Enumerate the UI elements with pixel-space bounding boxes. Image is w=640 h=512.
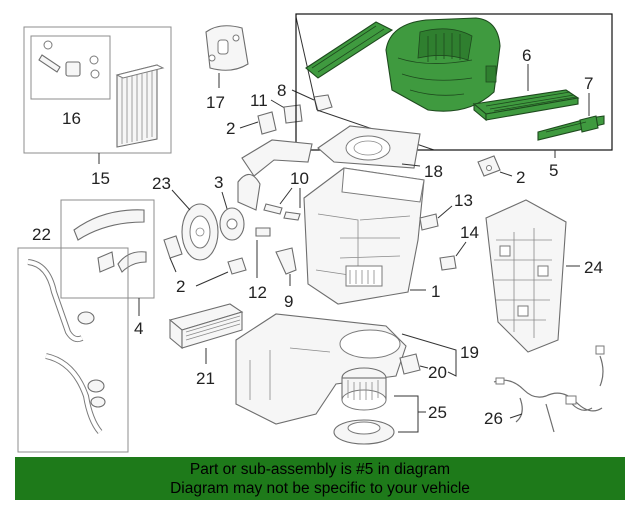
part-3-actuator[interactable] [219, 207, 245, 241]
callout-8: 8 [277, 81, 286, 100]
part-25-blower-motor[interactable] [333, 367, 395, 445]
part-20-resistor[interactable] [399, 353, 421, 375]
banner-line-2: Diagram may not be specific to your vehi… [170, 480, 470, 497]
part-16-fittings[interactable] [38, 40, 100, 79]
part-2-clip-lower[interactable] [227, 257, 247, 275]
group-box-4 [60, 199, 155, 299]
part-2-clip-left[interactable] [163, 235, 183, 259]
callout-26: 26 [484, 409, 503, 428]
callout-11: 11 [250, 91, 268, 110]
callout-16: 16 [62, 109, 81, 128]
callout-5: 5 [549, 161, 558, 180]
callout-2-top: 2 [226, 119, 235, 138]
part-duct-upper[interactable] [237, 139, 313, 211]
part-24-distribution-duct[interactable] [485, 199, 567, 353]
part-2-clip-top[interactable] [257, 111, 277, 135]
part-11-bracket[interactable] [283, 104, 303, 124]
callout-22: 22 [32, 225, 51, 244]
callout-9: 9 [284, 292, 293, 311]
part-10-links[interactable] [263, 203, 301, 221]
banner-line-1: Part or sub-assembly is #5 in diagram [189, 461, 451, 478]
part-9-lever[interactable] [275, 247, 297, 275]
callout-19: 19 [460, 343, 479, 362]
callout-14: 14 [460, 223, 479, 242]
part-2-clip-right[interactable] [477, 155, 501, 177]
callout-15: 15 [91, 169, 110, 188]
callout-24: 24 [584, 258, 603, 277]
part-26-wiring-harness[interactable] [493, 345, 605, 433]
callout-25: 25 [428, 403, 447, 422]
part-22-hoses[interactable] [27, 259, 106, 434]
highlight-group-box [295, 13, 613, 151]
callout-17: 17 [206, 93, 225, 112]
callout-2-lower: 2 [176, 277, 185, 296]
part-15-heater-core[interactable] [115, 64, 165, 148]
part-21-evaporator[interactable] [168, 303, 244, 350]
part-6-cabin-filter[interactable] [472, 89, 580, 122]
part-gasket-strip[interactable] [305, 21, 394, 79]
callout-3: 3 [214, 173, 223, 192]
part-1-hvac-case[interactable] [303, 167, 425, 305]
part-17-seal[interactable] [205, 25, 249, 71]
callout-23: 23 [152, 174, 171, 193]
group-box-22 [17, 247, 129, 453]
part-23-motor[interactable] [181, 203, 219, 261]
part-13-sensor[interactable] [419, 213, 439, 231]
notice-banner: Part or sub-assembly is #5 in diagram Di… [15, 457, 625, 500]
callout-12: 12 [248, 283, 267, 302]
callout-10: 10 [290, 169, 309, 188]
part-7-filter-door[interactable] [537, 115, 605, 141]
callout-2-right: 2 [516, 168, 525, 187]
part-4-seals[interactable] [73, 209, 147, 273]
callout-4: 4 [134, 319, 143, 338]
part-12-link[interactable] [255, 227, 271, 237]
callout-1: 1 [431, 282, 440, 301]
part-blower-housing-upper[interactable] [385, 17, 501, 112]
parts-diagram: 16 15 17 8 11 2 [17, 13, 613, 453]
part-18-upper-case[interactable] [317, 125, 421, 169]
callout-6: 6 [522, 46, 531, 65]
callout-20: 20 [428, 363, 447, 382]
group-box-15 [23, 26, 172, 154]
part-14-connector[interactable] [439, 255, 457, 271]
callout-18: 18 [424, 162, 443, 181]
group-box-16 [30, 35, 111, 100]
callout-7: 7 [584, 74, 593, 93]
part-lower-case[interactable] [235, 313, 407, 425]
callout-13: 13 [454, 191, 473, 210]
callout-21: 21 [196, 369, 215, 388]
